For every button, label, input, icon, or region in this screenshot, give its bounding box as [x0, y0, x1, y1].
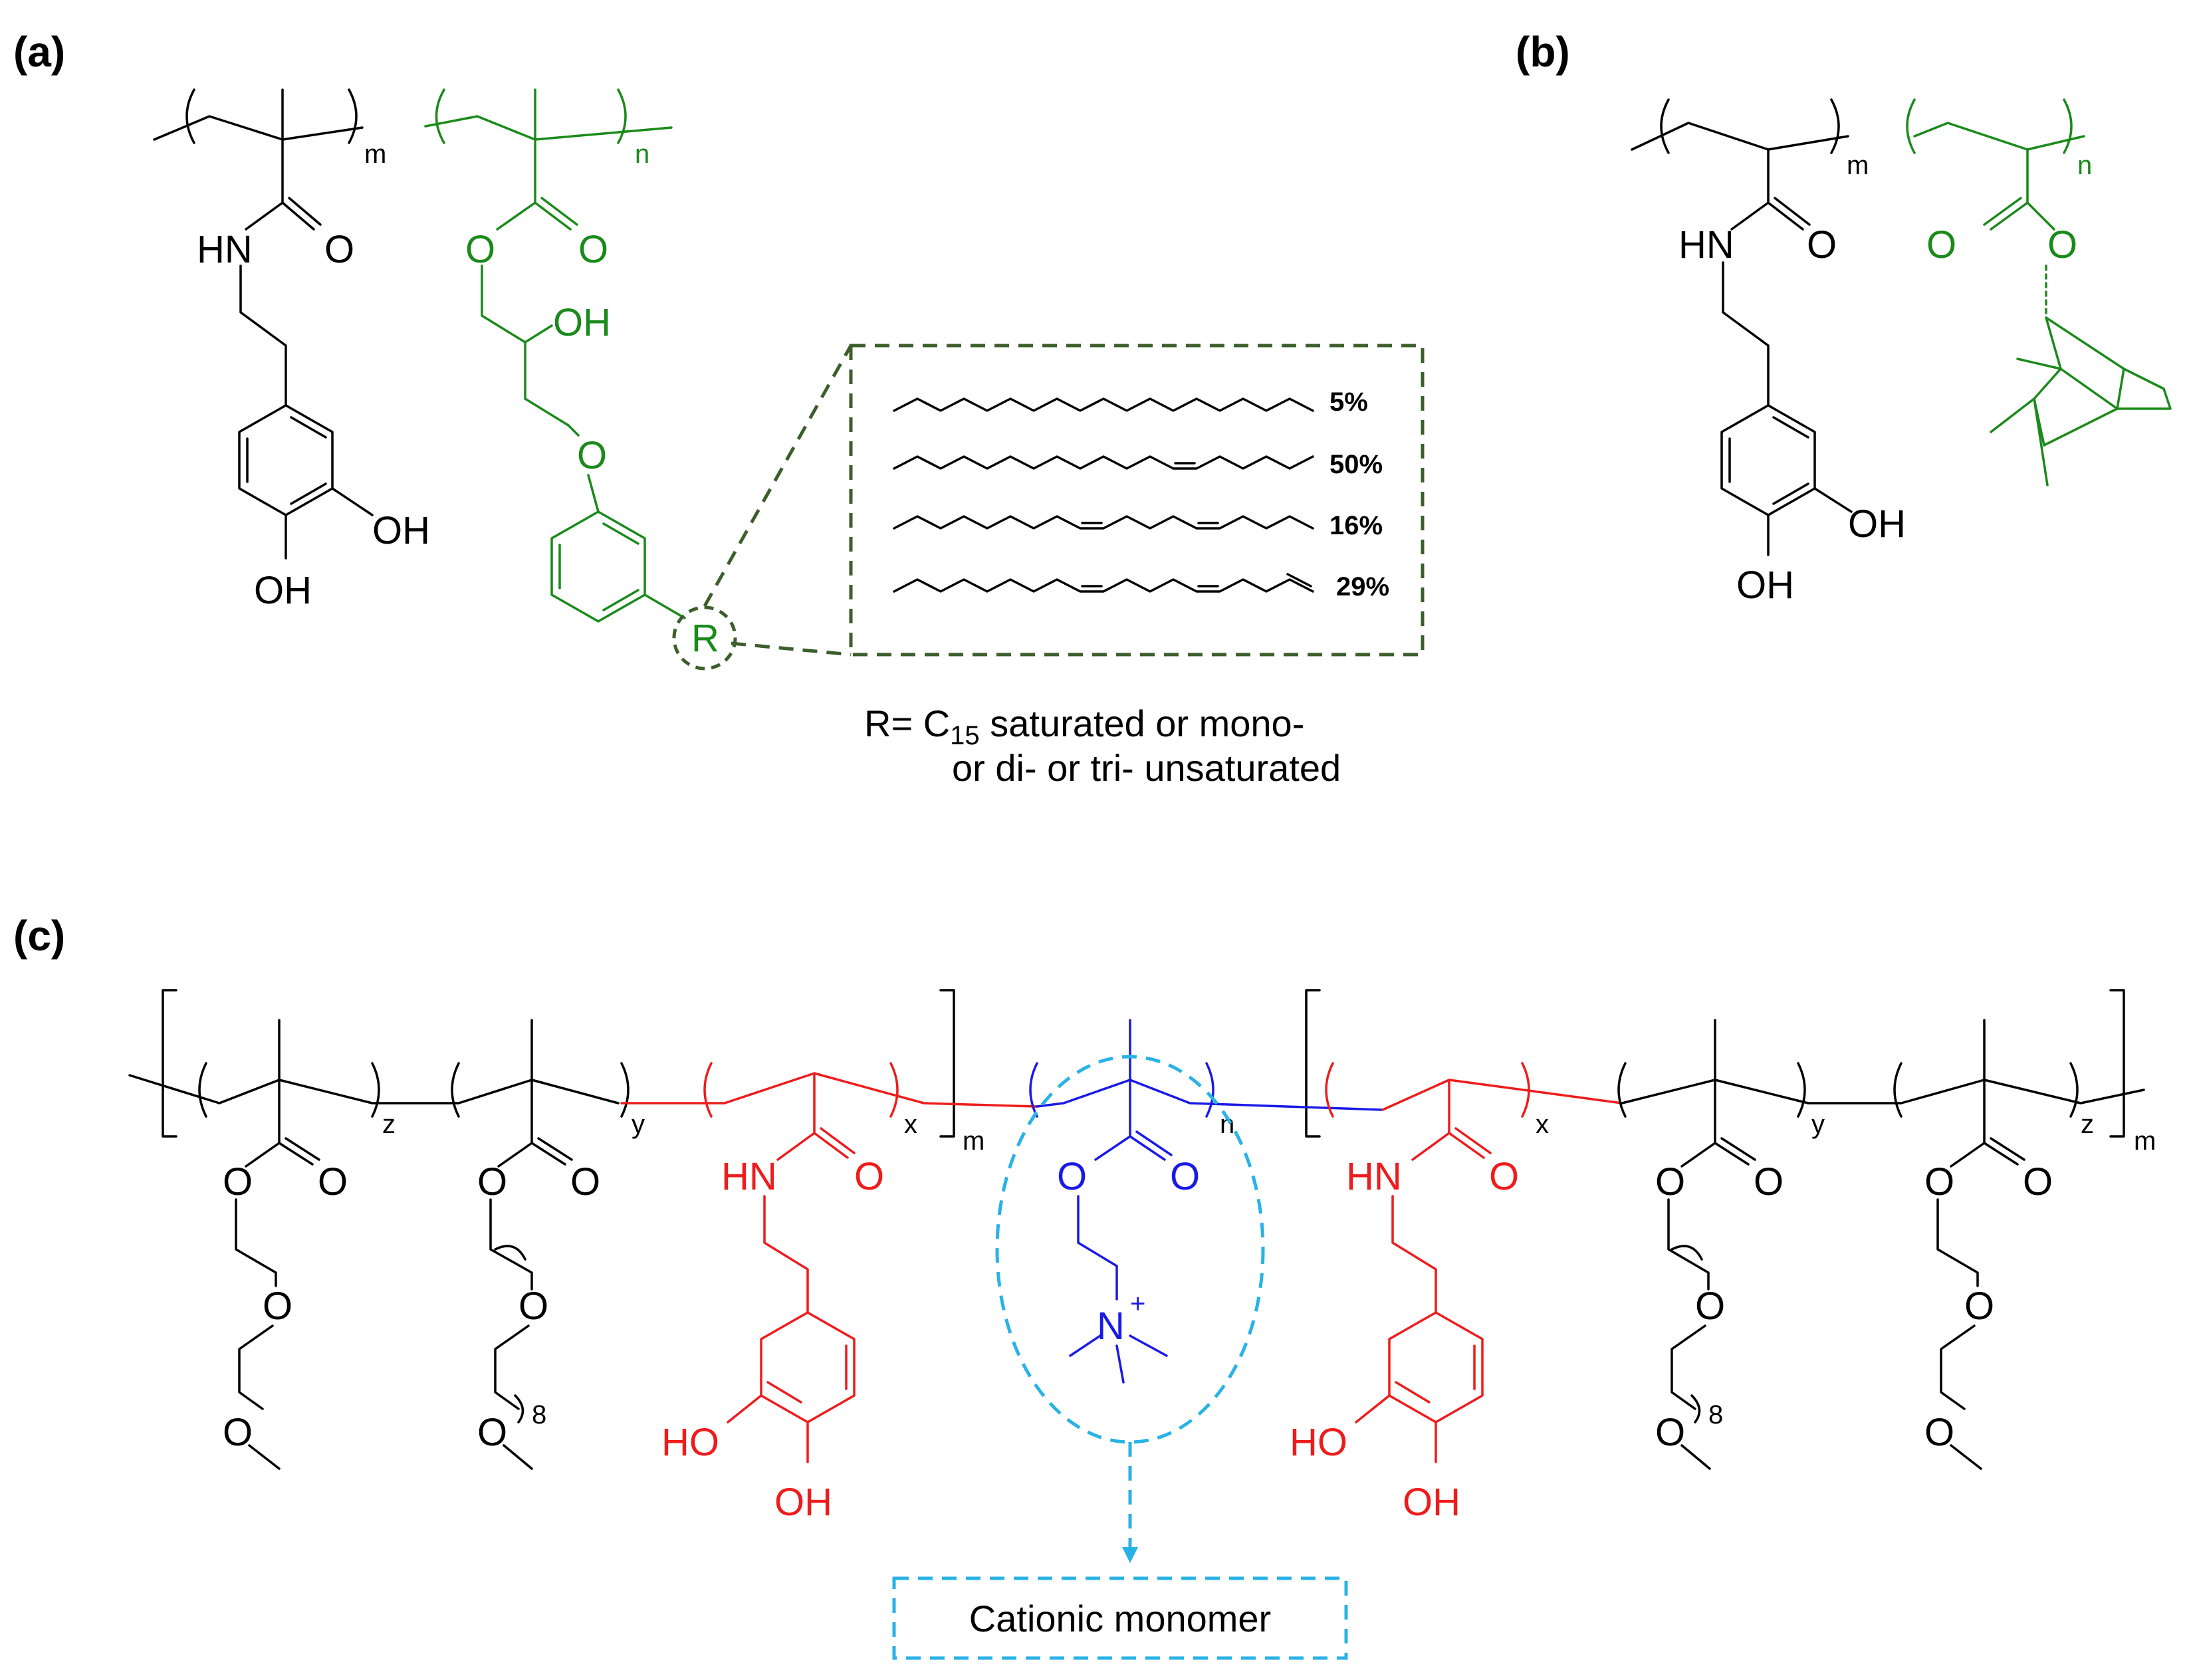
panel-c-repeat-x-2: x: [1536, 1110, 1549, 1139]
panel-c-repeat-z-1: z: [382, 1110, 396, 1139]
panel-b-ester-o: O: [2047, 223, 2077, 266]
panel-a-ester-carbonyl-o: O: [578, 228, 608, 271]
panel-c-repeat-z-2: z: [2081, 1110, 2094, 1139]
peg4-carbonyl-o: O: [2023, 1160, 2053, 1204]
panel-b-ester-carbonyl-o: O: [1926, 223, 1956, 266]
r-def-line2: or di- or tri- unsaturated: [952, 747, 1341, 789]
peg3-ester-o: O: [1655, 1160, 1685, 1204]
panel-a-dopamine-unit: m O HN OH OH: [153, 88, 430, 612]
panel-b-label: (b): [1516, 28, 1570, 76]
chain-2-percent: 50%: [1329, 450, 1383, 479]
panel-c-label: (c): [13, 912, 65, 960]
dopa-left-oh: OH: [774, 1481, 832, 1524]
panel-a-cardanol-unit: n O O OH O R: [424, 88, 737, 671]
dopa-left-amide-hn: HN: [721, 1155, 777, 1198]
r-def-subscript: 15: [950, 721, 980, 750]
peg3-terminal-o: O: [1655, 1411, 1685, 1454]
peg4-ether-o: O: [1964, 1285, 1994, 1328]
peg4-ester-o: O: [1924, 1160, 1954, 1204]
panel-a-ester-o: O: [465, 228, 495, 271]
panel-b-hydroxyl-1: OH: [1848, 502, 1906, 546]
dopa-left-ho: HO: [661, 1421, 719, 1464]
dopa-right-ho: HO: [1290, 1421, 1347, 1464]
peg2-ester-o: O: [477, 1160, 507, 1204]
panel-b-isobornyl-unit: n O O: [1906, 98, 2172, 486]
panel-c-repeat-y-2: y: [1811, 1110, 1825, 1139]
chain-4-percent: 29%: [1336, 572, 1389, 601]
cationic-monomer-label: Cationic monomer: [969, 1598, 1271, 1639]
panel-c-cationic-unit: n O O N + Cationic monomer: [892, 1019, 1384, 1660]
peg1-carbonyl-o: O: [318, 1160, 348, 1204]
peg1-terminal-o: O: [223, 1411, 253, 1454]
panel-c-peg-long-right: O O O 8 O: [1655, 1079, 1784, 1470]
cationic-plus: +: [1130, 1289, 1145, 1318]
peg3-carbonyl-o: O: [1754, 1160, 1784, 1204]
dopa-right-oh: OH: [1403, 1481, 1460, 1524]
panel-c-repeat-n: n: [1220, 1110, 1234, 1139]
panel-c-dopamine-right: O HN HO OH: [1290, 1079, 1519, 1524]
r-def-prefix: R= C: [864, 702, 950, 744]
r-def-line1: saturated or mono-: [980, 702, 1305, 744]
dopa-right-carbonyl-o: O: [1489, 1155, 1519, 1198]
cationic-ester-o: O: [1057, 1155, 1087, 1198]
peg2-terminal-o: O: [477, 1411, 507, 1454]
panel-b-repeat-m: m: [1847, 151, 1869, 180]
panel-a-repeat-m: m: [364, 140, 386, 169]
cationic-carbonyl-o: O: [1170, 1155, 1200, 1198]
panel-c-dopamine-left: O HN HO OH: [661, 1072, 884, 1524]
peg1-ester-o: O: [223, 1160, 253, 1204]
panel-c-peg-short-right: O O O O: [1924, 1079, 2053, 1470]
cationic-nitrogen: N: [1097, 1305, 1125, 1348]
peg2-repeat-8: 8: [532, 1400, 546, 1429]
panel-c-repeat-y-1: y: [632, 1110, 645, 1139]
panel-c-repeat-m-2: m: [2134, 1126, 2156, 1156]
panel-b-repeat-n: n: [2077, 151, 2092, 180]
panel-b-amide-hn: HN: [1678, 223, 1734, 266]
peg3-repeat-8: 8: [1708, 1400, 1723, 1429]
svg-text:R= C15 saturated or mono-: R= C15 saturated or mono-: [864, 702, 1304, 750]
panel-c-peg-short-left: O O O O: [223, 1079, 348, 1470]
panel-a-hydroxyl-1: OH: [372, 509, 430, 552]
peg2-ether-o: O: [519, 1285, 548, 1328]
panel-a-r-definition: R= C15 saturated or mono- or di- or tri-…: [864, 702, 1341, 789]
peg2-carbonyl-o: O: [570, 1160, 600, 1204]
panel-c-backbone-left: z y x: [128, 1019, 925, 1139]
panel-a-amide-hn: HN: [197, 228, 253, 271]
chain-1-percent: 5%: [1329, 387, 1368, 417]
peg4-terminal-o: O: [1924, 1411, 1954, 1454]
panel-a-repeat-n: n: [635, 140, 649, 169]
panel-b-carbonyl-o: O: [1807, 223, 1837, 266]
chain-3-percent: 16%: [1329, 511, 1383, 540]
panel-c-repeat-m-1: m: [963, 1126, 984, 1156]
peg1-ether-o: O: [263, 1285, 292, 1328]
peg3-ether-o: O: [1695, 1285, 1725, 1328]
dopa-left-carbonyl-o: O: [854, 1155, 884, 1198]
panel-a: (a) m O HN OH OH: [13, 28, 1425, 789]
panel-a-secondary-hydroxyl: OH: [553, 301, 611, 344]
panel-a-carbonyl-o: O: [324, 228, 354, 271]
panel-b-hydroxyl-2: OH: [1736, 564, 1794, 607]
panel-a-hydroxyl-2: OH: [254, 569, 312, 612]
panel-a-label: (a): [13, 28, 65, 76]
panel-c-peg-long-left: O O O 8 O: [477, 1079, 600, 1470]
panel-c-repeat-x-1: x: [904, 1110, 917, 1139]
panel-b: (b) m O HN OH OH n: [1516, 28, 2172, 607]
panel-a-r-group-box: 5% 50% 16% 29%: [703, 344, 1425, 657]
dopa-right-amide-hn: HN: [1346, 1155, 1402, 1198]
panel-b-dopamine-unit: m O HN OH OH: [1631, 98, 1906, 607]
panel-a-r-group: R: [691, 617, 719, 660]
panel-c: (c) m m z y x: [13, 912, 2156, 1660]
panel-a-ether-o: O: [577, 434, 607, 477]
